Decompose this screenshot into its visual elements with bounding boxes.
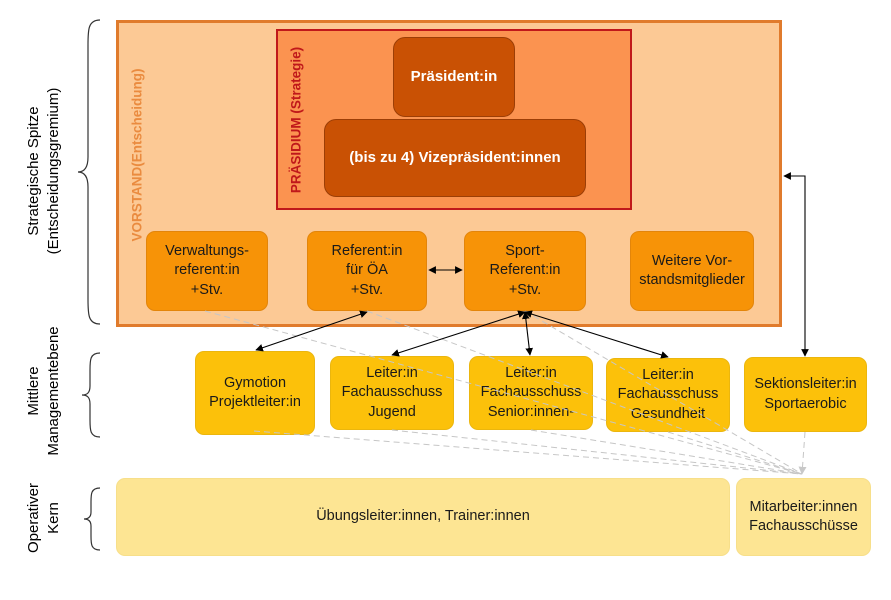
middle-gymotion-box: Gymotion Projektleiter:in xyxy=(195,351,315,435)
board-oea-box: Referent:in für ÖA +Stv. xyxy=(307,231,427,311)
middle-senior-box: Leiter:in Fachausschuss Senior:innen- xyxy=(469,356,593,430)
operative-mitarbeiter-box: Mitarbeiter:innen Fachausschüsse xyxy=(736,478,871,556)
brace-middle xyxy=(81,352,101,438)
board-sport-box: Sport- Referent:in +Stv. xyxy=(464,231,586,311)
board-weitere-box: Weitere Vor- standsmitglieder xyxy=(630,231,754,311)
brace-operative xyxy=(83,487,101,551)
president-box: Präsident:in xyxy=(393,37,515,117)
level-label-strategic: Strategische Spitze (Entscheidungsgremiu… xyxy=(25,87,62,255)
brace-strategic xyxy=(77,19,101,325)
middle-jugend-box: Leiter:in Fachausschuss Jugend xyxy=(330,356,454,430)
board-verwaltung-box: Verwaltungs- referent:in +Stv. xyxy=(146,231,268,311)
level-label-operative: Operativer Kern xyxy=(25,482,62,554)
middle-gesundheit-box: Leiter:in Fachausschuss Gesundheit xyxy=(606,358,730,432)
vice-presidents-box: (bis zu 4) Vizepräsident:innen xyxy=(324,119,586,197)
vorstand-label: VORSTAND(Entscheidung) xyxy=(129,68,145,242)
praesidium-label: PRÄSIDIUM (Strategie) xyxy=(288,46,304,194)
operative-uebungsleiter-box: Übungsleiter:innen, Trainer:innen xyxy=(116,478,730,556)
middle-sektion-box: Sektionsleiter:in Sportaerobic xyxy=(744,357,867,432)
level-label-middle: Mittlere Managementebene xyxy=(25,326,62,456)
